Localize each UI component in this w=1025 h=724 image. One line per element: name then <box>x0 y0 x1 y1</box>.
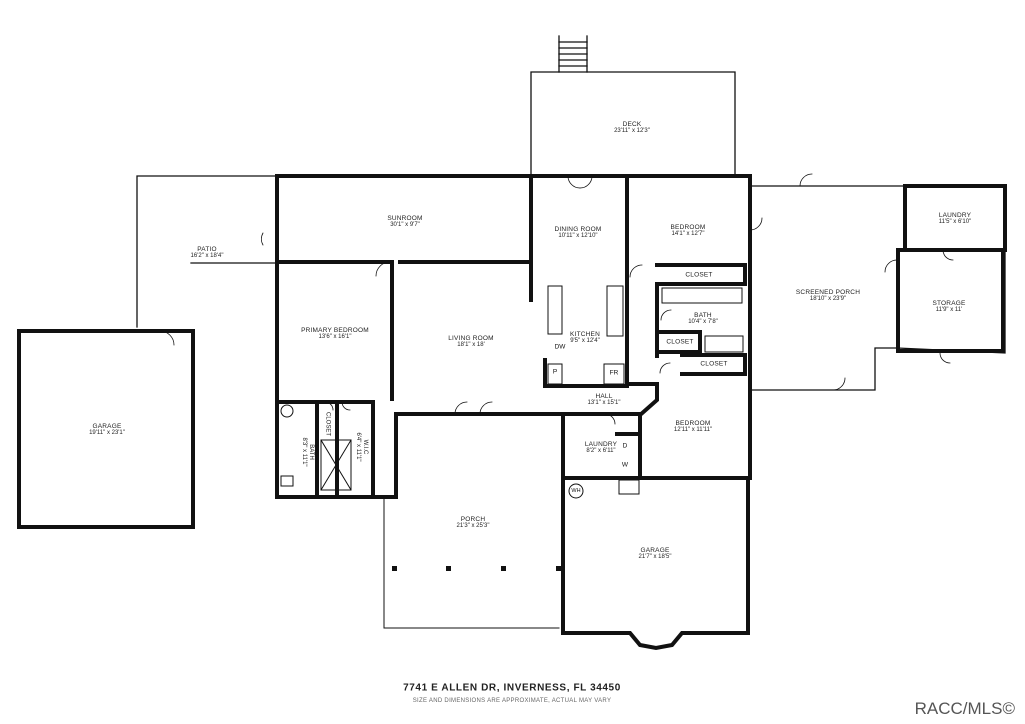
room-name: STORAGE <box>932 299 966 307</box>
fridge-tag: FR <box>609 369 619 377</box>
room-dims: 8'3" x 11'1" <box>301 437 307 467</box>
room-name: CLOSET <box>700 360 728 368</box>
room-name: KITCHEN <box>570 330 600 338</box>
room-dims: 18'10" x 23'9" <box>809 296 847 303</box>
room-dims: 11'5" x 6'10" <box>938 219 972 226</box>
room-name: HALL <box>595 392 613 400</box>
room-dims: 8'2" x 6'11" <box>586 448 616 455</box>
room-dims: 13'6" x 16'1" <box>318 334 352 341</box>
room-name: DECK <box>622 120 642 128</box>
room-dims: 18'1" x 18' <box>457 342 485 349</box>
dryer-tag: D <box>622 442 628 450</box>
room-dims: 6'4" x 11'1" <box>355 432 361 462</box>
room-dims: 19'11" x 23'1" <box>89 430 125 437</box>
room-closet-low: CLOSET <box>700 360 727 367</box>
washer-tag: W <box>621 461 629 469</box>
room-dims: 9'5" x 12'4" <box>570 338 600 345</box>
room-name: LIVING ROOM <box>448 334 494 342</box>
room-dims: 10'11" x 12'10" <box>558 233 598 240</box>
room-dims: 14'1" x 12'7" <box>671 231 705 238</box>
room-name: LAUNDRY <box>584 440 618 448</box>
room-name: PRIMARY BEDROOM <box>301 326 369 334</box>
room-dims: 12'11" x 11'11" <box>673 427 713 434</box>
room-dims: 10'4" x 7'8" <box>688 319 718 326</box>
room-dims: 13'1" x 15'1" <box>587 400 621 407</box>
fixtures <box>280 285 744 499</box>
porch-outline <box>383 496 560 629</box>
pantry-tag: P <box>552 368 558 376</box>
water-heater-tag: WH <box>571 488 581 494</box>
mls-watermark: RACC/MLS© <box>914 699 1015 718</box>
room-name: LAUNDRY <box>938 211 972 219</box>
room-name: W.I.C <box>361 439 368 455</box>
door-swings <box>159 173 954 425</box>
room-closet-mid: CLOSET <box>666 338 693 345</box>
room-closet-bath: CLOSET <box>324 411 331 437</box>
room-name: PORCH <box>460 515 486 523</box>
porch-posts <box>392 566 561 571</box>
room-name: BEDROOM <box>675 419 711 427</box>
room-name: CLOSET <box>324 411 331 437</box>
patio-outline <box>136 175 278 328</box>
room-dims: 30'1" x 9'7" <box>390 222 420 229</box>
room-dims: 21'7" x 18'5" <box>638 554 672 561</box>
room-name: CLOSET <box>685 271 713 279</box>
property-address: 7741 E ALLEN DR, INVERNESS, FL 34450 <box>403 682 621 694</box>
room-dims: 23'11" x 12'3" <box>614 128 650 135</box>
room-closet-top: CLOSET <box>685 271 712 278</box>
room-name: GARAGE <box>640 546 670 554</box>
room-name: PATIO <box>197 245 217 253</box>
room-name: SUNROOM <box>387 214 423 222</box>
room-name: BEDROOM <box>670 223 706 231</box>
deck-outline <box>530 35 736 177</box>
room-name: SCREENED PORCH <box>795 288 861 296</box>
size-disclaimer: SIZE AND DIMENSIONS ARE APPROXIMATE, ACT… <box>412 698 612 704</box>
room-name: BATH <box>694 311 712 319</box>
room-dims: 16'2" x 18'4" <box>190 253 224 260</box>
room-name: BATH <box>307 444 314 460</box>
room-name: CLOSET <box>666 338 694 346</box>
dishwasher-tag: DW <box>554 343 566 351</box>
room-dims: 21'3" x 25'3" <box>456 523 490 530</box>
exterior-walls <box>17 174 1007 651</box>
room-dims: 11'9" x 11' <box>935 307 963 314</box>
room-name: GARAGE <box>92 422 122 430</box>
room-name: DINING ROOM <box>554 225 602 233</box>
